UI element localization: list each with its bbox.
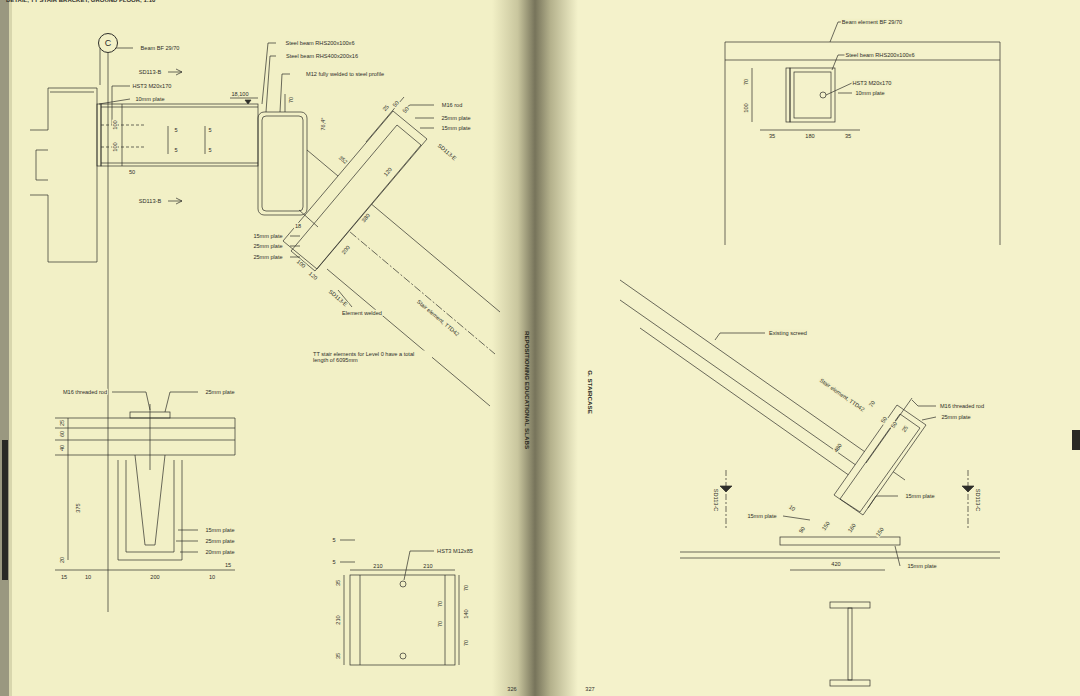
- dimension-label: 40: [59, 444, 65, 452]
- callout-label: HST3 M12x85: [436, 548, 474, 554]
- dimension-label: 70: [437, 620, 443, 628]
- grid-bubble: C: [98, 33, 118, 53]
- dimension-label: 375: [75, 502, 81, 513]
- callout-label: Beam element BF 29/70: [841, 19, 903, 25]
- callout-label: 15mm plate: [904, 493, 935, 499]
- dimension-label: 50: [401, 105, 411, 115]
- dimension-label: 70: [743, 78, 749, 86]
- dimension-label: 60: [59, 430, 65, 438]
- dimension-label: 25: [381, 103, 391, 113]
- dimension-label: 210: [335, 614, 341, 625]
- callout-label: 25mm plate: [252, 254, 283, 260]
- callout-label: M16 threaded rod: [939, 403, 985, 409]
- dimension-label: 15: [224, 562, 232, 568]
- callout-label: 25mm plate: [204, 538, 235, 544]
- dimension-label: 25: [59, 419, 65, 427]
- dimension-label: 5: [173, 127, 178, 133]
- dimension-label: 35: [335, 652, 341, 660]
- dimension-label: 5: [173, 147, 178, 153]
- callout-label: M12 fully welded to steel profile: [305, 71, 385, 77]
- callout-label: SD113-C: [975, 488, 981, 513]
- callout-label: SD113-B: [138, 69, 162, 75]
- dimension-label: 76,4°: [320, 116, 326, 131]
- dimension-label: 210: [422, 563, 433, 569]
- callout-label: 25mm plate: [940, 414, 971, 420]
- dimension-label: 420: [830, 561, 841, 567]
- dimension-label: 5: [331, 559, 336, 565]
- dimension-label: 5: [207, 127, 212, 133]
- dimension-label: 180: [804, 133, 815, 139]
- dimension-label: 70: [463, 639, 469, 647]
- callout-label: HST3 M20x170: [132, 83, 173, 89]
- dimension-label: 70: [437, 600, 443, 608]
- callout-label: SD113-E: [436, 142, 459, 163]
- callout-label: SD113-C: [713, 488, 719, 513]
- dimension-label: 10: [208, 574, 216, 580]
- callout-label: Existing screed: [768, 330, 808, 336]
- dimension-label: 100: [112, 119, 118, 130]
- callout-label: Element welded: [341, 310, 383, 316]
- dimension-label: 70: [463, 584, 469, 592]
- callout-label: 20mm plate: [204, 549, 235, 555]
- callout-label: 15mm plate: [746, 513, 777, 519]
- callout-label: SD113-B: [138, 198, 162, 204]
- callout-label: M16 rod: [441, 102, 464, 108]
- dimension-label: 140: [463, 608, 469, 619]
- callout-label: Steel beam RHS200x100x6: [844, 52, 915, 58]
- dimension-label: 200: [340, 244, 352, 257]
- drawing-title: DETAIL, TT STAIR BRACKET, GROUND FLOOR, …: [6, 0, 155, 3]
- chapter-tab: G. STAIRCASE: [586, 369, 593, 415]
- dimension-label: 5: [331, 537, 336, 543]
- callout-label: 25mm plate: [252, 243, 283, 249]
- dimension-label: 70: [288, 96, 294, 104]
- callout-label: 15mm plate: [440, 125, 471, 131]
- callout-label: 25mm plate: [440, 115, 471, 121]
- dimension-label: 200: [149, 574, 160, 580]
- callout-label: HST3 M20x170: [852, 80, 893, 86]
- dimension-label: 18: [294, 223, 302, 229]
- callout-label: 15mm plate: [252, 233, 283, 239]
- dimension-label: 35: [768, 133, 776, 139]
- callout-label: Stair element, TTD42: [415, 298, 461, 338]
- dimension-label: 100: [112, 141, 118, 152]
- dimension-label: 50: [128, 169, 136, 175]
- dimension-label: 210: [372, 563, 383, 569]
- callout-label: SD113-E: [327, 288, 350, 309]
- dimension-label: 100: [743, 102, 749, 113]
- callout-label: Beam BF 29/70: [140, 45, 181, 51]
- callout-label: M16 threaded rod: [62, 389, 108, 395]
- dimension-label: 15: [60, 574, 68, 580]
- dimension-label: 5: [207, 147, 212, 153]
- callout-label: 25mm plate: [204, 389, 235, 395]
- dimension-label: 35: [844, 133, 852, 139]
- callout-label: Steel beam RHS200x100x6: [284, 40, 355, 46]
- callout-label: 10mm plate: [854, 90, 885, 96]
- dimension-label: 327: [584, 686, 595, 692]
- dimension-label: 35: [335, 579, 341, 587]
- dimension-label: 18,100: [230, 91, 249, 97]
- dimension-label: 50: [391, 99, 401, 109]
- callout-label: 15mm plate: [906, 563, 937, 569]
- grid-letter: C: [105, 38, 112, 48]
- callout-label: Steel beam RHS400x200x16: [285, 53, 359, 59]
- callout-label: 10mm plate: [134, 96, 165, 102]
- dimension-label: 20: [59, 556, 65, 564]
- chapter-tab: REPOSITIONING EDUCATIONAL SLABS: [523, 330, 530, 450]
- dimension-label: 120: [307, 270, 320, 282]
- drawing-note: TT stair elements for Level 0 have a tot…: [312, 351, 432, 364]
- dimension-label: 326: [506, 686, 517, 692]
- dimension-label: 10: [84, 574, 92, 580]
- callout-label: 15mm plate: [204, 527, 235, 533]
